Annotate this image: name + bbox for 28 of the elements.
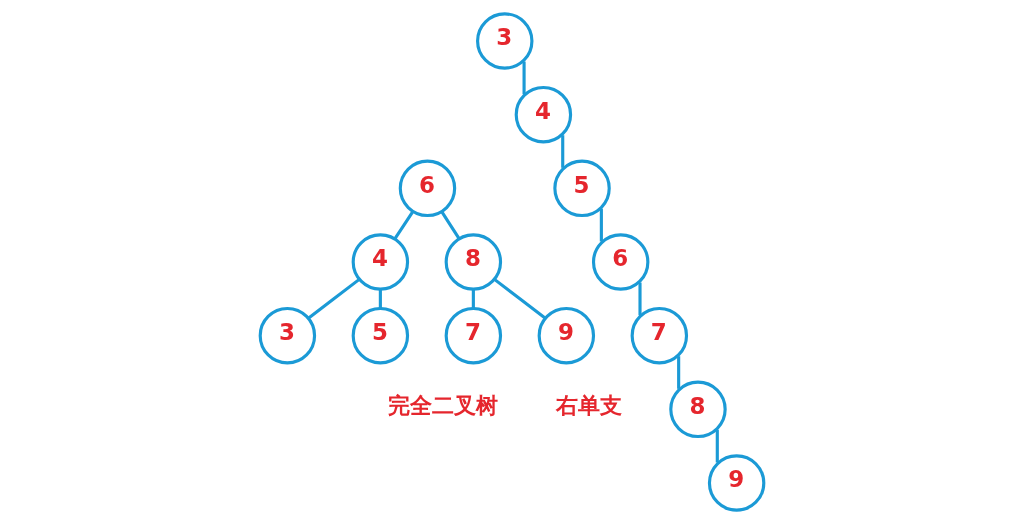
connector [561,134,565,168]
connector [471,288,475,308]
connector [638,282,642,315]
label: 右单支 [556,392,623,418]
connector [440,210,461,239]
connector [677,355,681,389]
connector [599,208,603,241]
connector [393,210,415,240]
label: 完全二叉树 [388,392,499,418]
node-circle: 8 [669,380,727,438]
node-circle: 5 [553,159,611,217]
node-circle: 3 [258,306,317,364]
connector [307,277,361,320]
node-circle: 3 [476,11,534,70]
node-circle: 7 [444,306,503,364]
connector [715,429,719,462]
node-circle: 4 [514,85,573,143]
node-circle: 7 [630,306,689,364]
node-circle: 6 [591,232,650,291]
node-circle: 5 [351,306,410,364]
connector [493,277,547,320]
node-circle: 4 [351,232,410,291]
node-circle: 9 [537,306,596,364]
node-circle: 9 [707,453,766,512]
node-circle: 8 [444,232,503,291]
connector [378,288,382,308]
node-circle: 6 [398,159,457,217]
connector [522,61,526,94]
